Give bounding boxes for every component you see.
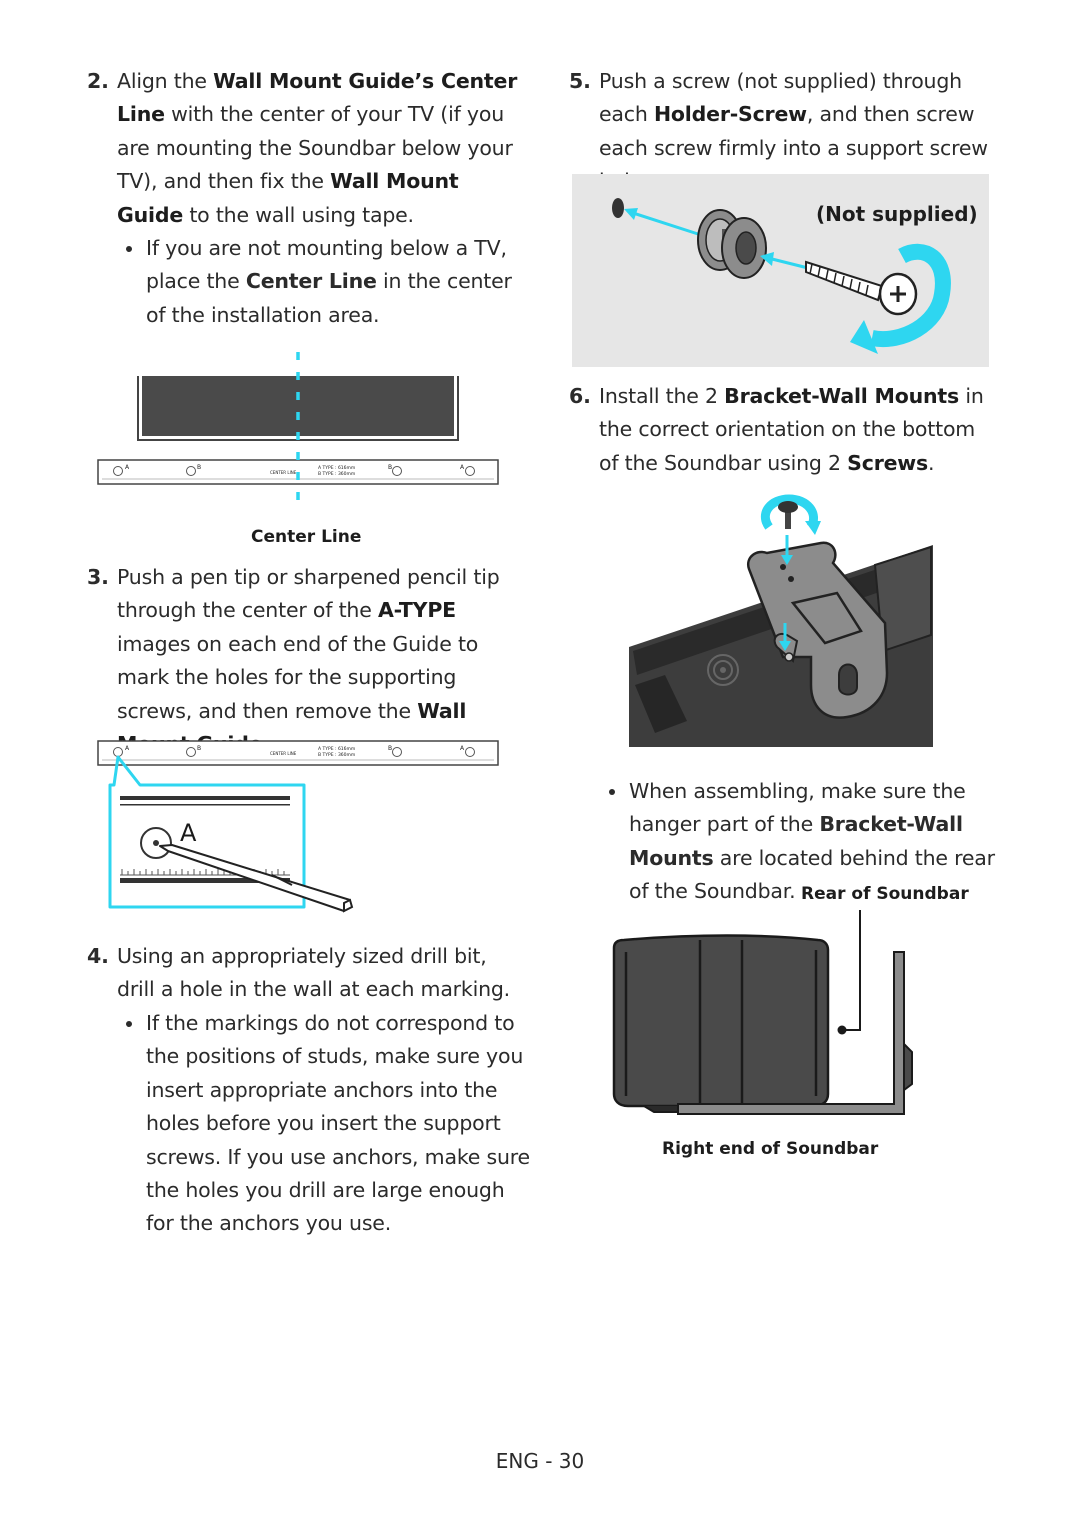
- step-number: 4.: [87, 944, 109, 968]
- rear-callout-line: [837, 910, 861, 1035]
- step-number: 5.: [569, 69, 591, 93]
- not-supplied-label: (Not supplied): [816, 202, 978, 226]
- screw-icon: [805, 260, 918, 316]
- rotate-arrow-icon: [850, 243, 951, 354]
- guide-b-type: B TYPE : 360mm: [318, 752, 355, 758]
- zoom-letter-a: A: [180, 819, 197, 847]
- step-number: 6.: [569, 384, 591, 408]
- rear-of-soundbar-caption: Rear of Soundbar: [801, 884, 969, 904]
- wall-mount-guide-strip: A B B A CENTER LINE A TYPE : 616mm B TYP…: [97, 740, 499, 766]
- a-type-marking-illustration: A B B A CENTER LINE A TYPE : 616mm B TYP…: [97, 740, 499, 913]
- guide-label-a: A: [460, 464, 465, 471]
- center-line-caption: Center Line: [251, 527, 362, 547]
- guide-b-type: B TYPE : 360mm: [318, 471, 355, 477]
- guide-label-a: A: [460, 745, 465, 752]
- step-6-bullet: When assembling, make sure the hanger pa…: [609, 775, 1009, 909]
- step-3: 3. Push a pen tip or sharpened pencil ti…: [87, 561, 527, 761]
- wall-hole-icon: [612, 198, 624, 218]
- guide-label-b: B: [388, 464, 392, 471]
- guide-center-text: CENTER LINE: [270, 751, 297, 756]
- zoom-callout: A: [108, 755, 306, 909]
- step-2: 2. Align the Wall Mount Guide’s Center L…: [87, 65, 527, 232]
- screw-arrow-icon: [779, 535, 793, 651]
- guide-label-b: B: [388, 745, 392, 752]
- step-6: 6. Install the 2 Bracket-Wall Mounts in …: [569, 380, 999, 480]
- step-2-bullet: If you are not mounting below a TV, plac…: [126, 232, 526, 332]
- soundbar-end: [612, 934, 830, 1113]
- soundbar-rear-illustration: [612, 910, 913, 1115]
- guide-label-a: A: [125, 464, 130, 471]
- pencil-icon: [159, 844, 354, 913]
- step-4: 4. Using an appropriately sized drill bi…: [87, 940, 527, 1007]
- bracket-install-illustration: [629, 494, 933, 747]
- step-number: 3.: [87, 565, 109, 589]
- step-4-bullet: If the markings do not correspond to the…: [126, 1007, 530, 1241]
- guide-center-text: CENTER LINE: [270, 470, 297, 475]
- step-5: 5. Push a screw (not supplied) through e…: [569, 65, 999, 199]
- holder-screw-icon: [697, 209, 767, 279]
- guide-label-b: B: [197, 464, 201, 471]
- guide-label-b: B: [197, 745, 201, 752]
- right-end-of-soundbar-caption: Right end of Soundbar: [662, 1139, 879, 1159]
- bracket-wall-mount-side: [677, 951, 913, 1115]
- guide-label-a: A: [125, 745, 130, 752]
- rotate-screw-icon: [760, 494, 821, 535]
- bracket-wall-mount-icon: [746, 541, 889, 719]
- guide-a-type: A TYPE : 616mm: [318, 465, 355, 471]
- guide-a-type: A TYPE : 616mm: [318, 746, 355, 752]
- holder-screw-illustration: [612, 198, 951, 354]
- page-number: ENG - 30: [495, 1449, 585, 1473]
- tv-center-line-illustration: A B B A CENTER LINE A TYPE : 616mm B TYP…: [97, 352, 499, 510]
- step-number: 2.: [87, 69, 109, 93]
